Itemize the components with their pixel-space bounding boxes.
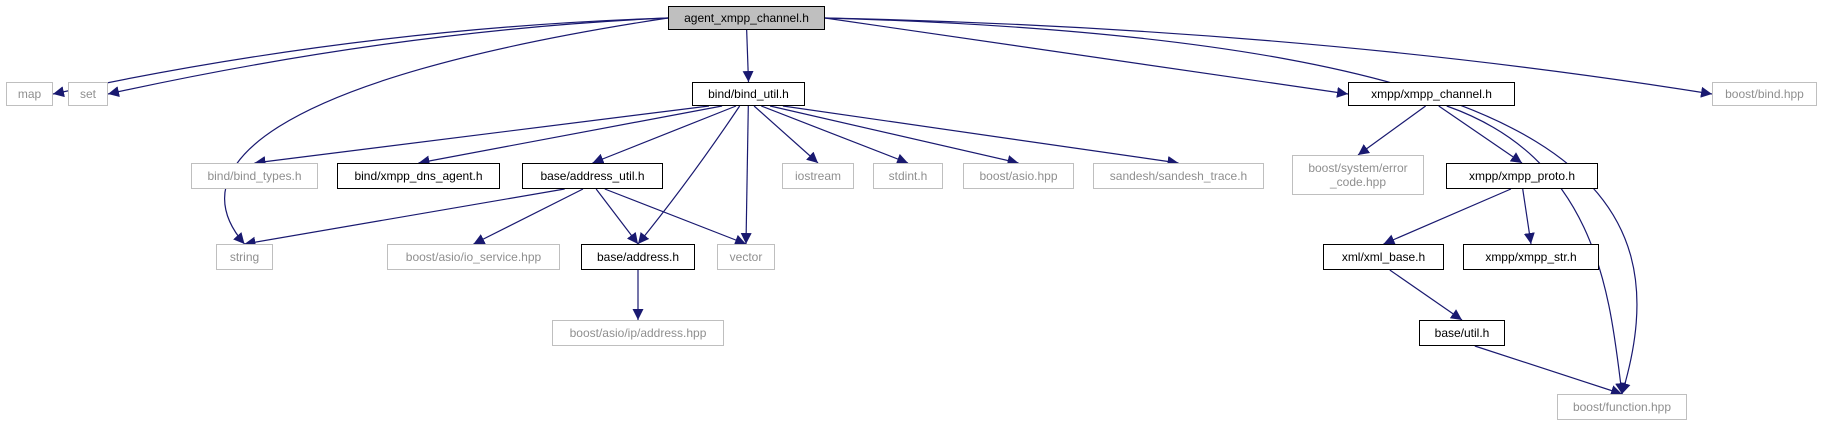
node-boost-asio-ip-address-hpp: boost/asio/ip/address.hpp (552, 320, 724, 346)
node-boost-system-error-code-hpp: boost/system/error _code.hpp (1292, 155, 1424, 195)
node-base-address-h[interactable]: base/address.h (581, 244, 695, 270)
edge-agent-xmpp-channel-h-to-bind-bind-util-h (742, 29, 754, 83)
node-base-util-h[interactable]: base/util.h (1419, 320, 1505, 346)
edge-xmpp-xmpp-channel-h-to-xmpp-xmpp-proto-h (1438, 105, 1523, 164)
edge-bind-bind-util-h-to-vector (740, 105, 752, 245)
edge-bind-bind-util-h-to-bind-bind-types-h (254, 105, 710, 168)
edge-bind-bind-util-h-to-base-address-util-h (592, 105, 737, 165)
node-bind-bind-util-h[interactable]: bind/bind_util.h (692, 82, 805, 106)
edge-agent-xmpp-channel-h-to-boost-function-hpp (824, 17, 1638, 395)
node-xmpp-xmpp-channel-h[interactable]: xmpp/xmpp_channel.h (1348, 82, 1515, 106)
edge-base-util-h-to-boost-function-hpp (1474, 345, 1623, 396)
edge-base-address-util-h-to-vector (604, 188, 747, 246)
edge-xmpp-xmpp-channel-h-to-boost-system-error-code-hpp (1357, 105, 1426, 156)
edge-base-address-util-h-to-string (244, 188, 565, 248)
edge-bind-bind-util-h-to-bind-xmpp-dns-agent-h (418, 105, 723, 167)
node-bind-bind-types-h: bind/bind_types.h (191, 163, 318, 189)
node-vector: vector (717, 244, 775, 270)
edge-agent-xmpp-channel-h-to-boost-bind-hpp (824, 17, 1713, 98)
node-boost-function-hpp: boost/function.hpp (1557, 394, 1687, 420)
node-boost-asio-io-service-hpp: boost/asio/io_service.hpp (387, 244, 560, 270)
edge-bind-bind-util-h-to-stdint-h (761, 105, 909, 165)
node-map: map (6, 82, 53, 106)
node-agent-xmpp-channel-h: agent_xmpp_channel.h (668, 6, 825, 30)
edge-agent-xmpp-channel-h-to-string (224, 17, 669, 245)
edge-agent-xmpp-channel-h-to-map (52, 17, 669, 98)
edge-bind-bind-util-h-to-base-address-h (637, 105, 741, 245)
edge-base-address-util-h-to-boost-asio-io-service-hpp (473, 188, 584, 245)
edge-xmpp-xmpp-proto-h-to-xml-xml-base-h (1383, 188, 1512, 245)
node-xml-xml-base-h[interactable]: xml/xml_base.h (1323, 244, 1444, 270)
edge-agent-xmpp-channel-h-to-xmpp-xmpp-channel-h (824, 17, 1349, 98)
node-bind-xmpp-dns-agent-h[interactable]: bind/xmpp_dns_agent.h (337, 163, 500, 189)
node-string: string (216, 244, 273, 270)
node-xmpp-xmpp-proto-h[interactable]: xmpp/xmpp_proto.h (1446, 163, 1598, 189)
edge-base-address-util-h-to-base-address-h (595, 188, 639, 245)
node-stdint-h: stdint.h (873, 163, 943, 189)
node-sandesh-sandesh-trace-h: sandesh/sandesh_trace.h (1093, 163, 1264, 189)
node-set: set (68, 82, 108, 106)
node-base-address-util-h[interactable]: base/address_util.h (522, 163, 663, 189)
edge-xmpp-xmpp-channel-h-to-boost-function-hpp (1446, 105, 1627, 395)
edge-xml-xml-base-h-to-base-util-h (1389, 269, 1463, 321)
edge-bind-bind-util-h-to-iostream (753, 105, 819, 164)
edge-bind-bind-util-h-to-sandesh-sandesh-trace-h (782, 105, 1179, 167)
edge-xmpp-xmpp-proto-h-to-xmpp-xmpp-str-h (1522, 188, 1535, 245)
node-xmpp-xmpp-str-h[interactable]: xmpp/xmpp_str.h (1463, 244, 1599, 270)
node-boost-asio-hpp: boost/asio.hpp (963, 163, 1074, 189)
edge-bind-bind-util-h-to-boost-asio-hpp (769, 105, 1019, 166)
node-boost-bind-hpp: boost/bind.hpp (1712, 82, 1817, 106)
edge-agent-xmpp-channel-h-to-set (107, 17, 669, 98)
node-iostream: iostream (782, 163, 854, 189)
edge-layer (52, 17, 1713, 396)
